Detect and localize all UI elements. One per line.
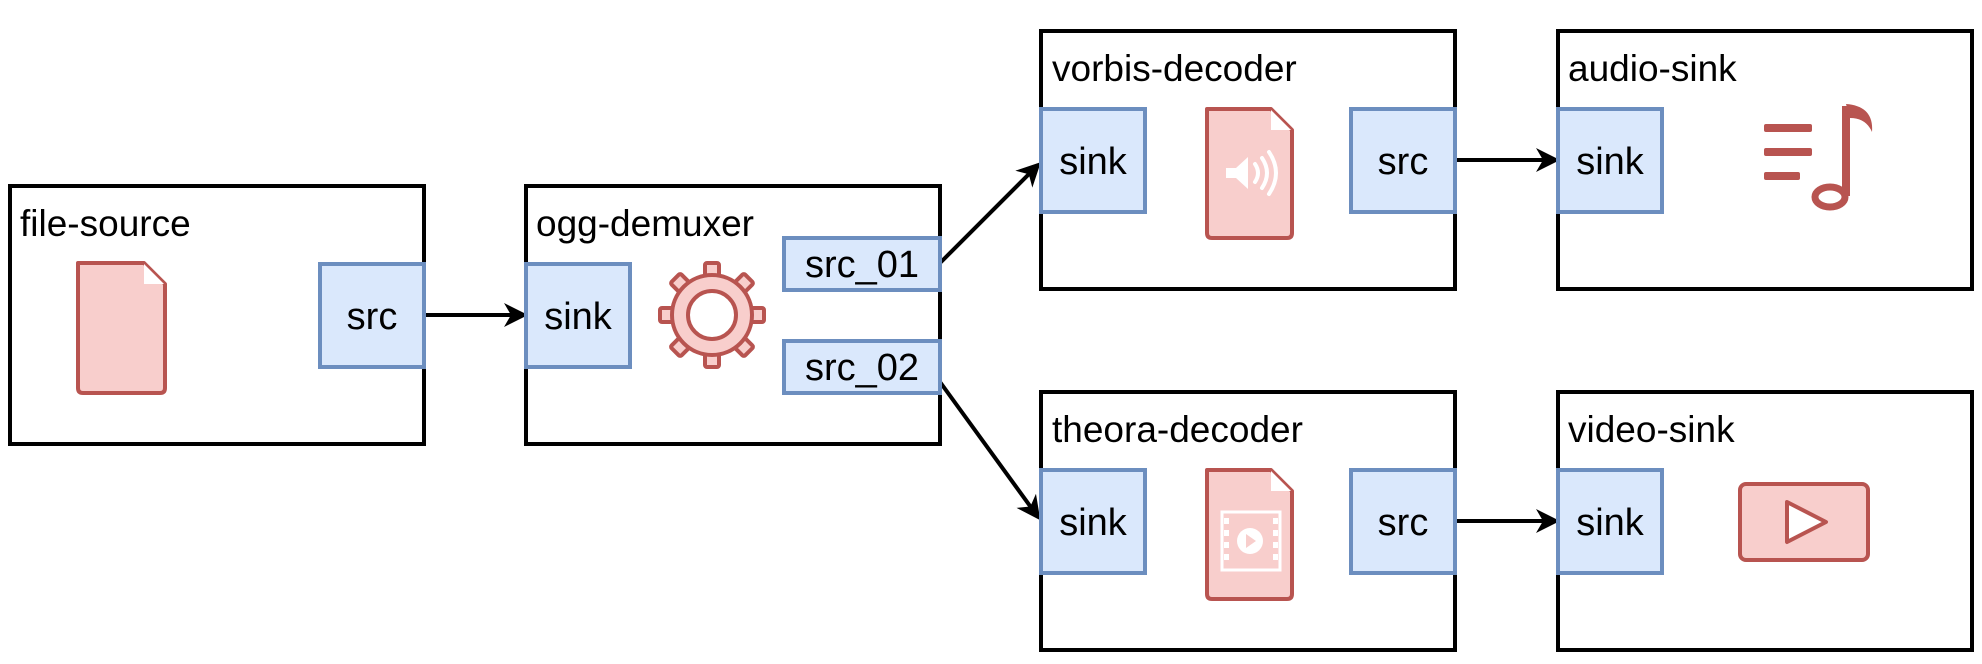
pad-src[interactable]: src	[318, 262, 426, 369]
edges	[424, 148, 1560, 533]
edge-src02-to-theora-decoder	[938, 380, 1041, 521]
node-title: vorbis-decoder	[1052, 48, 1297, 89]
node-vorbis-decoder[interactable]: vorbis-decoder sink src	[1039, 29, 1457, 291]
music-note-icon	[1764, 104, 1873, 211]
pad-sink[interactable]: sink	[1556, 468, 1664, 575]
pad-label: sink	[1059, 141, 1128, 183]
pad-label: sink	[1576, 502, 1645, 544]
pad-label: src	[1378, 141, 1429, 183]
play-button-icon	[1738, 482, 1870, 562]
pad-sink[interactable]: sink	[524, 262, 632, 369]
node-file-source[interactable]: file-source src	[8, 184, 426, 446]
pad-sink[interactable]: sink	[1039, 468, 1147, 575]
node-video-sink[interactable]: video-sink sink	[1556, 390, 1974, 652]
edge-src01-to-vorbis-decoder	[938, 162, 1041, 265]
pad-label: sink	[544, 296, 613, 338]
video-file-icon	[1205, 468, 1294, 601]
node-title: theora-decoder	[1052, 409, 1303, 450]
pad-src[interactable]: src	[1349, 107, 1457, 214]
pad-sink[interactable]: sink	[1556, 107, 1664, 214]
node-title: file-source	[20, 203, 191, 244]
pad-label: src	[1378, 502, 1429, 544]
pad-sink[interactable]: sink	[1039, 107, 1147, 214]
pad-label: sink	[1059, 502, 1128, 544]
pad-src-01[interactable]: src_01	[782, 236, 942, 292]
pad-src[interactable]: src	[1349, 468, 1457, 575]
pad-label: src_01	[805, 244, 919, 286]
node-title: ogg-demuxer	[536, 203, 754, 244]
audio-file-icon	[1205, 107, 1294, 240]
document-icon	[76, 261, 167, 395]
pad-label: src	[347, 296, 398, 338]
gear-icon	[658, 261, 766, 369]
node-ogg-demuxer[interactable]: ogg-demuxer sink src_01	[524, 184, 942, 446]
node-title: video-sink	[1568, 409, 1735, 450]
node-title: audio-sink	[1568, 48, 1737, 89]
node-audio-sink[interactable]: audio-sink sink	[1556, 29, 1974, 291]
pad-label: src_02	[805, 347, 919, 389]
pad-src-02[interactable]: src_02	[782, 339, 942, 395]
node-theora-decoder[interactable]: theora-decoder sink src	[1039, 390, 1457, 652]
pad-label: sink	[1576, 141, 1645, 183]
